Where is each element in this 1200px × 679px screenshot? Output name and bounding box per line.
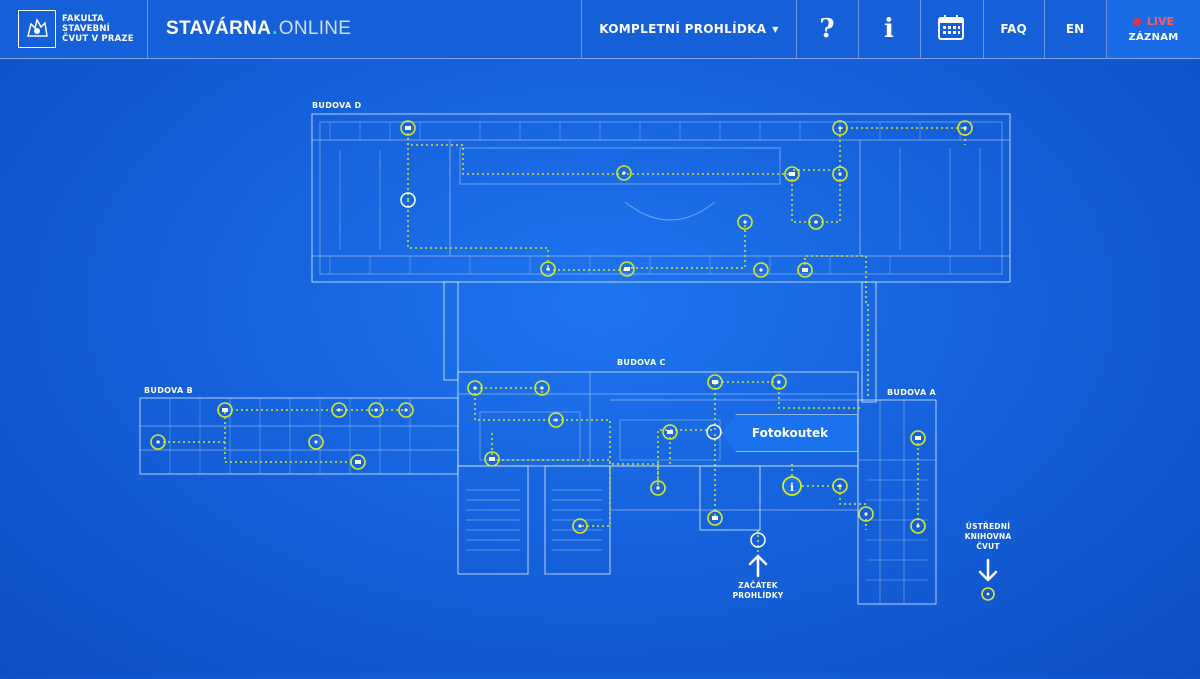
tour-start-label[interactable]: ZAČÁTEK PROHLÍDKY [722,581,794,601]
lion-crest-icon [18,10,56,48]
connector-dc [443,281,459,381]
tour-start-line-1: ZAČÁTEK [738,581,778,590]
language-label: EN [1065,22,1085,36]
building-a-outline [857,399,937,605]
building-b-outline [139,397,459,475]
tour-path [158,127,966,580]
tour-start-line-2: PROHLÍDKY [732,591,784,600]
library-line-2: KNIHOVNA [964,532,1012,541]
floor-plan-map: i BUDOVA D [0,60,1200,675]
help-button[interactable]: ? [796,0,858,58]
building-d-outline [311,113,1011,283]
building-c-label: BUDOVA C [617,358,666,367]
connector-da [861,281,877,403]
brand-dot: . [272,18,278,39]
record-label: ZÁZNAM [1128,32,1179,43]
tour-select-label: KOMPLETNÍ PROHLÍDKA [599,22,767,36]
live-indicator: LIVE [1132,15,1175,28]
faq-button[interactable]: FAQ [983,0,1044,58]
blueprint-drawing: i [139,113,1011,605]
language-button[interactable]: EN [1044,0,1106,58]
divider [858,0,859,58]
caret-down-icon: ▼ [772,24,779,34]
building-a-label: BUDOVA A [887,388,937,397]
library-line-1: ÚSTŘEDNÍ [965,522,1011,531]
divider [1044,0,1045,58]
building-b-label: BUDOVA B [144,386,193,395]
divider [920,0,921,58]
library-label[interactable]: ÚSTŘEDNÍ KNIHOVNA ČVUT [954,522,1022,552]
faculty-line-1: FAKULTA [62,14,104,24]
building-d-label: BUDOVA D [312,101,362,110]
faculty-name: FAKULTA STAVEBNÍ ČVUT V PRAZE [62,14,134,44]
faculty-logo[interactable]: FAKULTA STAVEBNÍ ČVUT V PRAZE [18,0,146,58]
library-line-3: ČVUT [976,542,1000,551]
divider [983,0,984,58]
calendar-icon [937,13,965,45]
faculty-line-2: STAVEBNÍ [62,24,111,34]
live-label: LIVE [1146,15,1175,28]
svg-text:i: i [790,481,794,494]
brand-bold: STAVÁRNA [166,18,272,39]
question-mark-icon: ? [819,14,835,44]
brand-light: ONLINE [278,18,352,39]
faculty-line-3: ČVUT V PRAZE [62,34,134,44]
tour-select-dropdown[interactable]: KOMPLETNÍ PROHLÍDKA ▼ [582,0,796,58]
faq-label: FAQ [1000,22,1027,36]
photo-booth-label: Fotokoutek [751,426,829,440]
site-brand[interactable]: STAVÁRNA.ONLINE [166,0,366,58]
divider [581,0,582,58]
divider [796,0,797,58]
calendar-button[interactable] [920,0,982,58]
arrow-down-icon [978,558,998,582]
info-icon: i [884,14,894,44]
info-button[interactable]: i [858,0,920,58]
divider [1106,0,1107,58]
live-dot-icon [1132,17,1141,26]
tour-markers: i [150,120,995,601]
live-record-button[interactable]: LIVE ZÁZNAM [1107,0,1200,58]
top-navigation-bar: FAKULTA STAVEBNÍ ČVUT V PRAZE STAVÁRNA.O… [0,0,1200,59]
divider [147,0,148,58]
photo-booth-button[interactable]: Fotokoutek [722,414,858,452]
arrow-up-icon [748,554,768,578]
